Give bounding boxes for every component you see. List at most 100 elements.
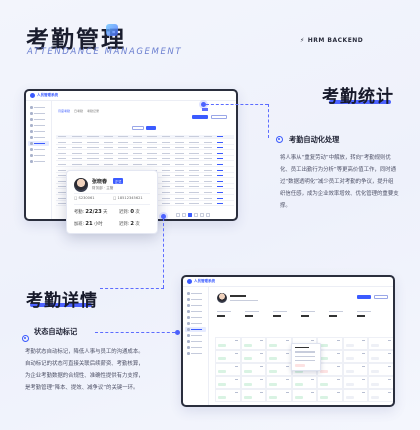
sidebar-item[interactable]	[28, 123, 49, 128]
anchor-dot	[201, 102, 206, 107]
page-button[interactable]	[176, 213, 180, 217]
calendar-cell[interactable]	[266, 363, 292, 376]
calendar-cell[interactable]	[240, 363, 266, 376]
calendar-cell[interactable]	[368, 363, 393, 376]
sidebar-item[interactable]	[185, 309, 206, 314]
calendar-cell[interactable]	[215, 350, 241, 363]
calendar-cell[interactable]	[368, 337, 393, 350]
calendar-cell[interactable]	[368, 376, 393, 389]
brand-text: HRM BACKEND	[307, 37, 364, 44]
employee-name-bar	[230, 295, 246, 297]
paragraph-line: 是考勤管理“降本、提效、减争议”的关键一环。	[25, 385, 139, 391]
sidebar-item[interactable]	[28, 135, 49, 140]
calendar-cell[interactable]	[368, 389, 393, 402]
title-decoration	[106, 24, 118, 36]
sidebar-item[interactable]	[185, 333, 206, 338]
action-button-secondary[interactable]	[374, 295, 388, 299]
summary-stat	[301, 311, 323, 323]
sidebar-item[interactable]	[28, 105, 49, 110]
sidebar-item[interactable]	[28, 147, 49, 152]
connector-line	[268, 104, 269, 138]
tab-daily[interactable]: 日考勤	[74, 109, 84, 113]
pagination[interactable]	[176, 213, 210, 217]
table-row[interactable]	[56, 135, 234, 139]
stat-attendance: 考勤: 22/23 天	[74, 209, 108, 215]
calendar-cell[interactable]	[266, 337, 292, 350]
day-detail-popover[interactable]	[291, 343, 321, 371]
filter-button[interactable]	[211, 115, 227, 119]
export-button[interactable]	[192, 115, 208, 119]
app-sidebar	[183, 287, 209, 405]
avatar	[217, 293, 227, 303]
calendar-cell[interactable]	[240, 389, 266, 402]
calendar-cell[interactable]	[342, 363, 368, 376]
calendar-cell[interactable]	[266, 376, 292, 389]
calendar-cell[interactable]	[215, 337, 241, 350]
sidebar-item[interactable]	[185, 297, 206, 302]
brand-label: ⚡HRM BACKEND	[300, 37, 363, 44]
query-button[interactable]	[146, 126, 156, 130]
sidebar-item-active[interactable]	[185, 327, 206, 332]
sidebar-item[interactable]	[28, 159, 49, 164]
page-button[interactable]	[200, 213, 204, 217]
calendar-cell[interactable]	[368, 350, 393, 363]
sidebar-item[interactable]	[28, 129, 49, 134]
stats-paragraph: 将人事从“重复劳动”中解放，转向“考勤规则优 化、员工出勤行为分析”等更高价值工…	[280, 152, 410, 212]
paragraph-line: 自动标记的状态可直接关联后续薪资、考勤核算，	[25, 361, 144, 367]
app-logo-icon	[30, 93, 35, 98]
reset-button[interactable]	[132, 126, 144, 130]
sidebar-item[interactable]	[185, 339, 206, 344]
sidebar-item[interactable]	[28, 117, 49, 122]
tab-monthly[interactable]: 月度考勤	[58, 109, 71, 113]
sidebar-item[interactable]	[185, 351, 206, 356]
paragraph-line: 过“数据透明化”减少员工对考勤的争议，提升组	[280, 179, 394, 185]
calendar-cell[interactable]	[342, 389, 368, 402]
paragraph-line: 考勤状态自动标记，降低人事与员工的沟通成本。	[25, 349, 144, 355]
divider	[74, 193, 150, 194]
calendar-cell[interactable]	[291, 376, 317, 389]
calendar-cell[interactable]	[215, 363, 241, 376]
calendar-cell[interactable]	[317, 389, 343, 402]
sidebar-item[interactable]	[28, 153, 49, 158]
calendar-cell[interactable]	[215, 376, 241, 389]
page-button[interactable]	[188, 213, 192, 217]
paragraph-line: 化、员工出勤行为分析”等更高价值工作，同时通	[280, 167, 396, 173]
employee-dept: 财务部 · 主管	[92, 186, 114, 190]
table-row[interactable]	[56, 146, 234, 151]
calendar-cell[interactable]	[291, 389, 317, 402]
calendar-cell[interactable]	[240, 350, 266, 363]
feature-title-stats: 考勤自动化处理	[289, 135, 340, 144]
sidebar-item-active[interactable]	[28, 141, 49, 146]
stat-overtime: 加班: 21 小时	[74, 221, 103, 227]
calendar-cell[interactable]	[342, 350, 368, 363]
table-row[interactable]	[56, 163, 234, 167]
sidebar-item[interactable]	[185, 291, 206, 296]
page-button[interactable]	[182, 213, 186, 217]
page-button[interactable]	[206, 213, 210, 217]
calendar-cell[interactable]	[215, 389, 241, 402]
page-button[interactable]	[194, 213, 198, 217]
action-button[interactable]	[357, 295, 371, 299]
calendar-cell[interactable]	[342, 337, 368, 350]
calendar-cell[interactable]	[240, 376, 266, 389]
summary-stat	[217, 311, 239, 323]
sidebar-item[interactable]	[185, 315, 206, 320]
sidebar-item[interactable]	[185, 303, 206, 308]
table-row[interactable]	[56, 152, 234, 156]
employee-card[interactable]: 张晓春 正式 财务部 · 主管 □ S230061 □ 18512345621 …	[66, 170, 158, 234]
calendar-cell[interactable]	[317, 376, 343, 389]
table-row[interactable]	[56, 141, 234, 145]
stat-late-2: 迟到: 2 次	[119, 221, 140, 227]
calendar-cell[interactable]	[266, 350, 292, 363]
calendar-cell[interactable]	[240, 337, 266, 350]
sidebar-item[interactable]	[185, 321, 206, 326]
calendar-cell[interactable]	[266, 389, 292, 402]
paragraph-line: 撑。	[280, 203, 291, 209]
summary-stat	[357, 311, 379, 323]
sidebar-item[interactable]	[185, 345, 206, 350]
table-row[interactable]	[56, 157, 234, 162]
tab-strip: 月度考勤 日考勤 考勤记录	[58, 109, 99, 113]
tab-records[interactable]: 考勤记录	[87, 109, 100, 113]
calendar-cell[interactable]	[342, 376, 368, 389]
sidebar-item[interactable]	[28, 111, 49, 116]
